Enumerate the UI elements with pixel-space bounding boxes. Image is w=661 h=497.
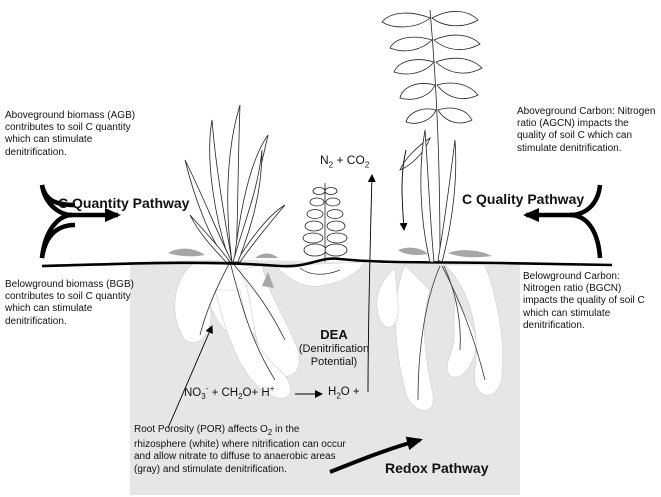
small-herb xyxy=(302,183,348,262)
c-quality-pathway-label: C Quality Pathway xyxy=(462,191,585,207)
root-lines xyxy=(199,261,486,401)
rhizosphere-zones xyxy=(174,261,503,411)
bgb-note: Belowground biomass (BGB) contributes to… xyxy=(5,279,134,327)
surface-litter xyxy=(168,247,492,288)
c-quantity-pathway-label: C Quantity Pathway xyxy=(58,195,190,211)
redox-pathway-label: Redox Pathway xyxy=(385,460,489,476)
agcn-note: Aboveground Carbon: Nitrogen ratio (AGCN… xyxy=(517,106,656,154)
litter-arrow xyxy=(399,149,408,231)
denitrification-equation: NO3- + CH2O+ H+ xyxy=(184,384,275,402)
redox-arrow xyxy=(329,436,423,474)
c-quality-arrow xyxy=(523,184,603,259)
gas-products: N2 + CO2 xyxy=(320,153,370,170)
bgcn-note: Belowground Carbon: Nitrogen ratio (BGCN… xyxy=(523,271,645,331)
c-quantity-arrow xyxy=(39,184,121,259)
ground-line xyxy=(41,257,613,268)
equation-products: H2O + xyxy=(328,386,360,401)
gas-arrow xyxy=(367,174,376,393)
agb-note: Aboveground biomass (AGB) contributes to… xyxy=(5,110,136,158)
tall-plant xyxy=(381,9,483,263)
porosity-pointer xyxy=(167,325,213,429)
dea-label: DEA (Denitrification Potential) xyxy=(298,327,370,368)
root-porosity-note: Root Porosity (POR) affects O2 in the rh… xyxy=(134,424,346,475)
grass-plant xyxy=(184,104,286,263)
